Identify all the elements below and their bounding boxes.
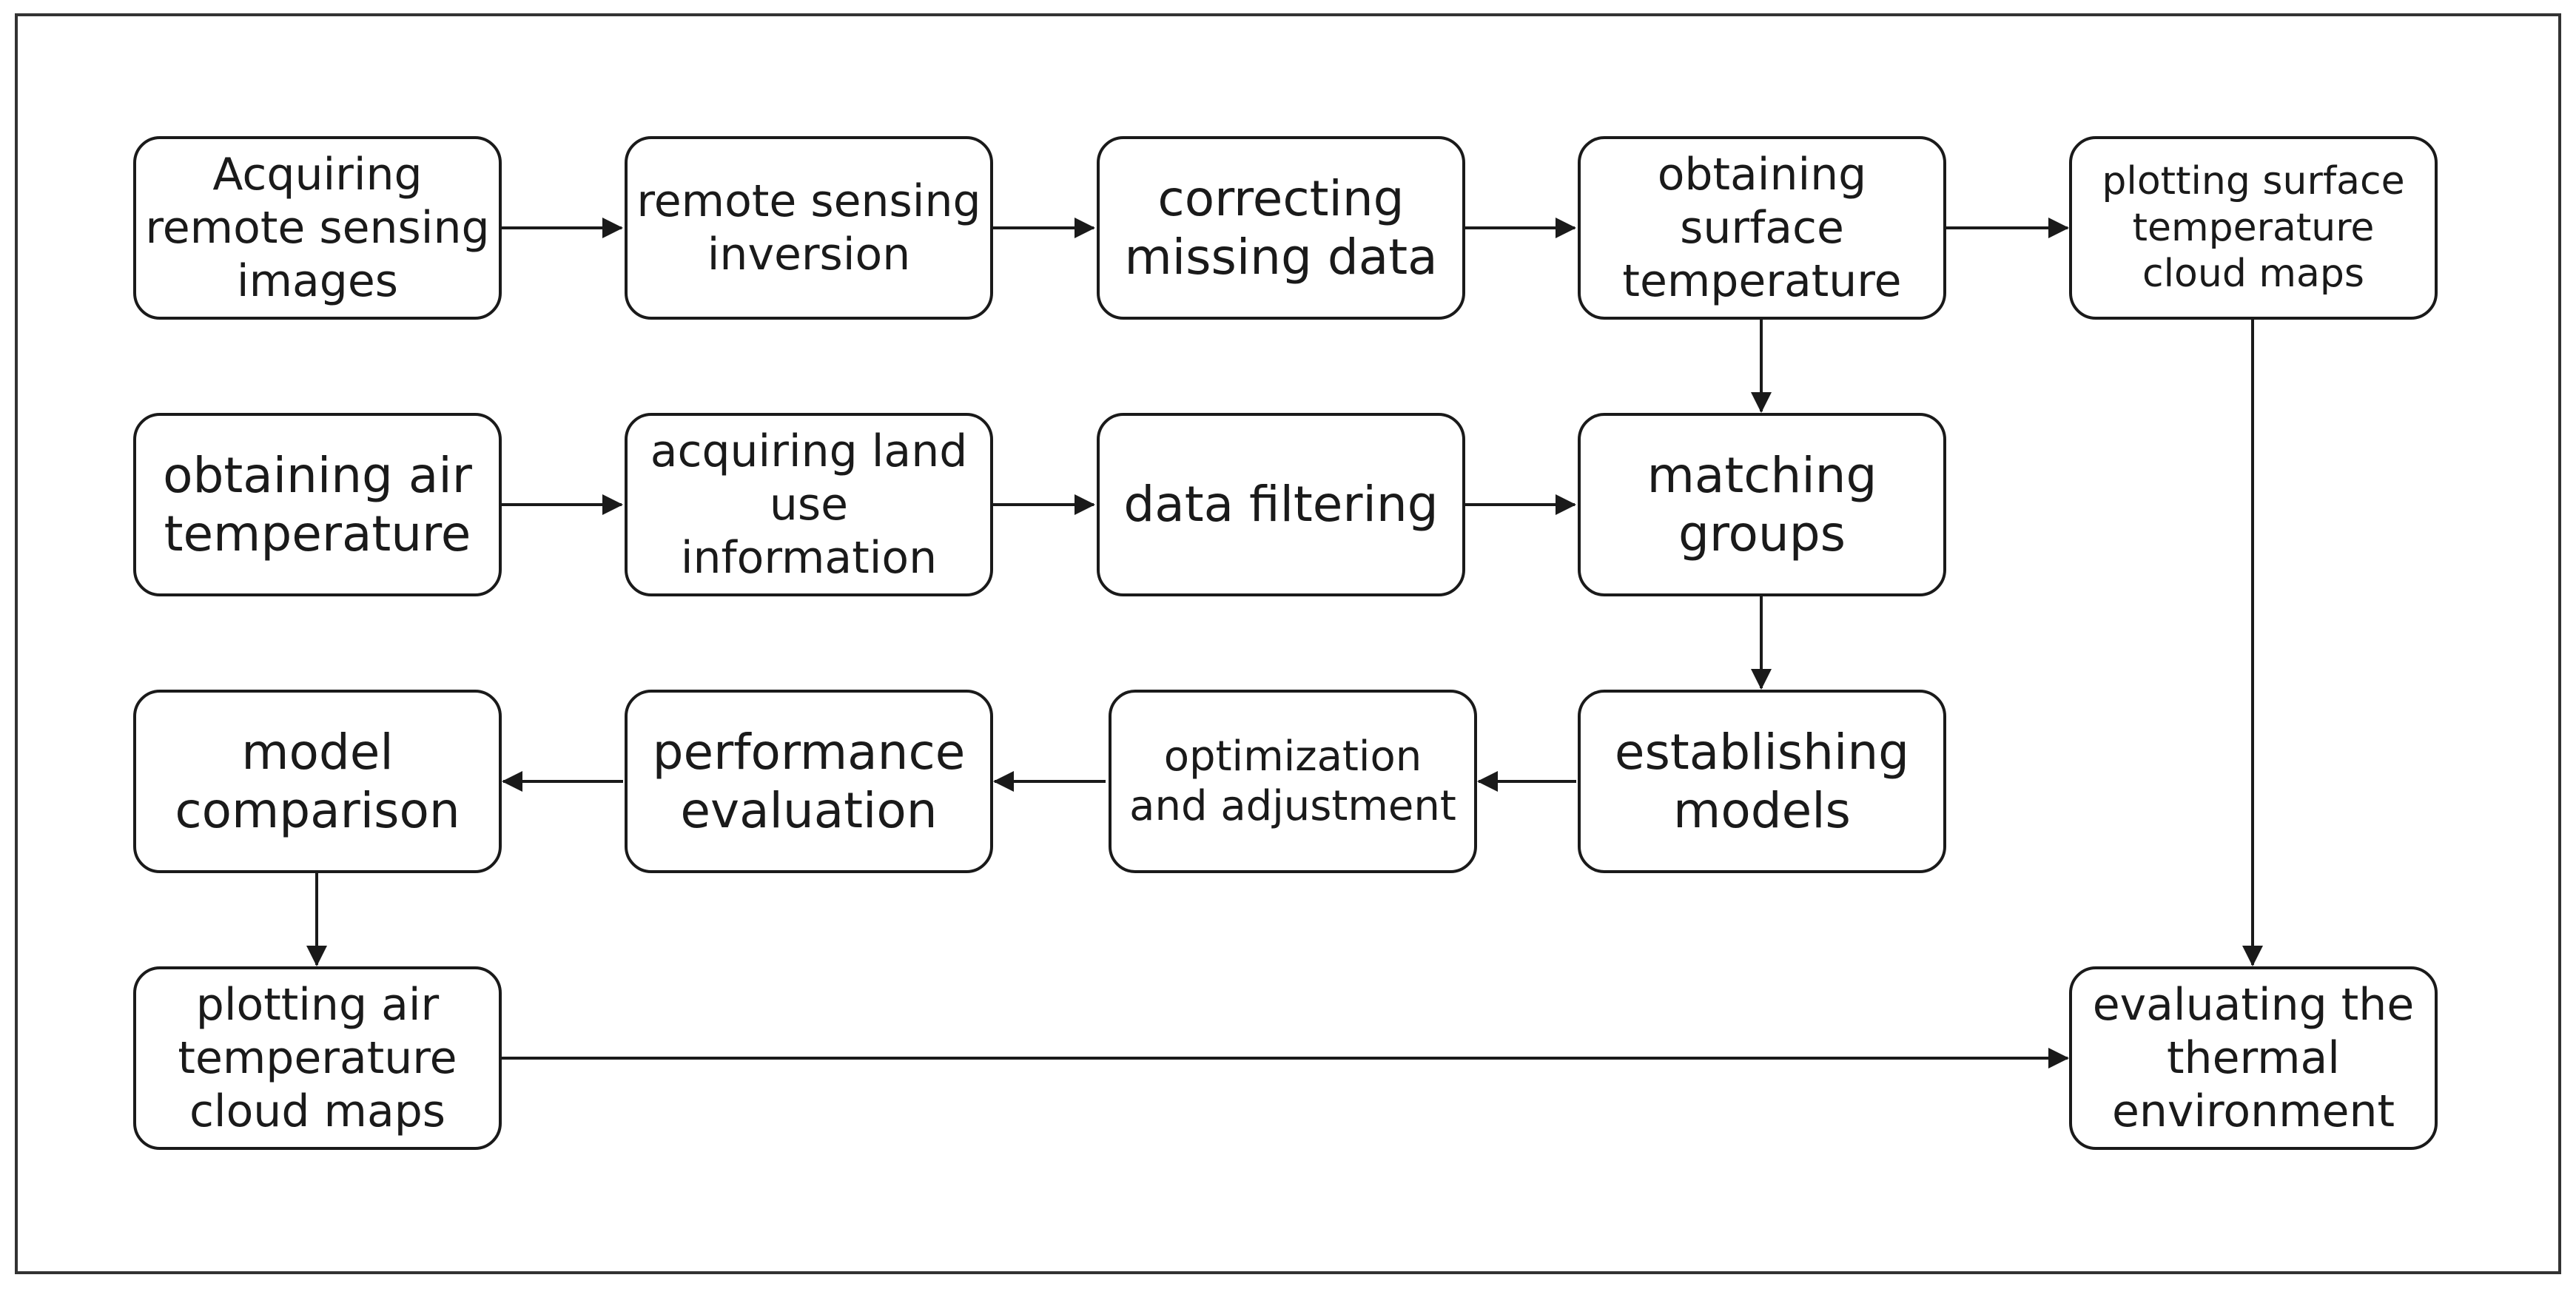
arrowhead xyxy=(2242,946,2263,966)
arrowhead xyxy=(1556,218,1576,238)
arrowhead xyxy=(993,771,1014,792)
node-obtaining-air-temperature: obtaining air temperature xyxy=(133,413,502,596)
arrowhead xyxy=(1075,218,1095,238)
node-label: remote sensing inversion xyxy=(636,175,981,280)
arrowhead xyxy=(1477,771,1498,792)
arrowhead xyxy=(1751,392,1772,413)
arrowhead xyxy=(1556,494,1576,515)
node-evaluating-the-thermal-environment: evaluating the thermal environment xyxy=(2069,966,2438,1150)
node-remote-sensing-inversion: remote sensing inversion xyxy=(625,136,993,320)
node-plotting-air-temperature-cloud-maps: plotting air temperature cloud maps xyxy=(133,966,502,1150)
node-label: performance evaluation xyxy=(652,723,966,839)
node-plotting-surface-temperature-cloud-maps: plotting surface temperature cloud maps xyxy=(2069,136,2438,320)
node-label: correcting missing data xyxy=(1124,169,1438,286)
arrowhead xyxy=(1751,669,1772,690)
diagram-frame xyxy=(15,13,2561,1274)
node-label: Acquiring remote sensing images xyxy=(145,149,490,307)
node-data-filtering: data filtering xyxy=(1097,413,1465,596)
node-label: evaluating the thermal environment xyxy=(2092,979,2415,1137)
arrowhead xyxy=(602,218,623,238)
node-model-comparison: model comparison xyxy=(133,690,502,873)
node-label: plotting surface temperature cloud maps xyxy=(2102,159,2405,297)
node-performance-evaluation: performance evaluation xyxy=(625,690,993,873)
node-establishing-models: establishing models xyxy=(1578,690,1946,873)
node-label: optimization and adjustment xyxy=(1129,732,1456,830)
arrowhead xyxy=(502,771,522,792)
arrowhead xyxy=(602,494,623,515)
arrowhead xyxy=(2048,1048,2069,1068)
node-label: model comparison xyxy=(175,723,460,839)
node-label: acquiring land use information xyxy=(650,425,968,584)
node-label: data filtering xyxy=(1123,476,1439,534)
node-matching-groups: matching groups xyxy=(1578,413,1946,596)
arrowhead xyxy=(306,946,327,966)
node-correcting-missing-data: correcting missing data xyxy=(1097,136,1465,320)
node-label: obtaining surface temperature xyxy=(1622,149,1902,307)
node-optimization-and-adjustment: optimization and adjustment xyxy=(1109,690,1477,873)
node-label: matching groups xyxy=(1647,446,1877,562)
arrowhead xyxy=(1075,494,1095,515)
node-label: obtaining air temperature xyxy=(163,446,472,562)
node-label: plotting air temperature cloud maps xyxy=(178,979,457,1137)
arrowhead xyxy=(2048,218,2069,238)
node-acquiring-remote-sensing-images: Acquiring remote sensing images xyxy=(133,136,502,320)
node-label: establishing models xyxy=(1614,723,1910,839)
node-obtaining-surface-temperature: obtaining surface temperature xyxy=(1578,136,1946,320)
node-acquiring-land-use-information: acquiring land use information xyxy=(625,413,993,596)
